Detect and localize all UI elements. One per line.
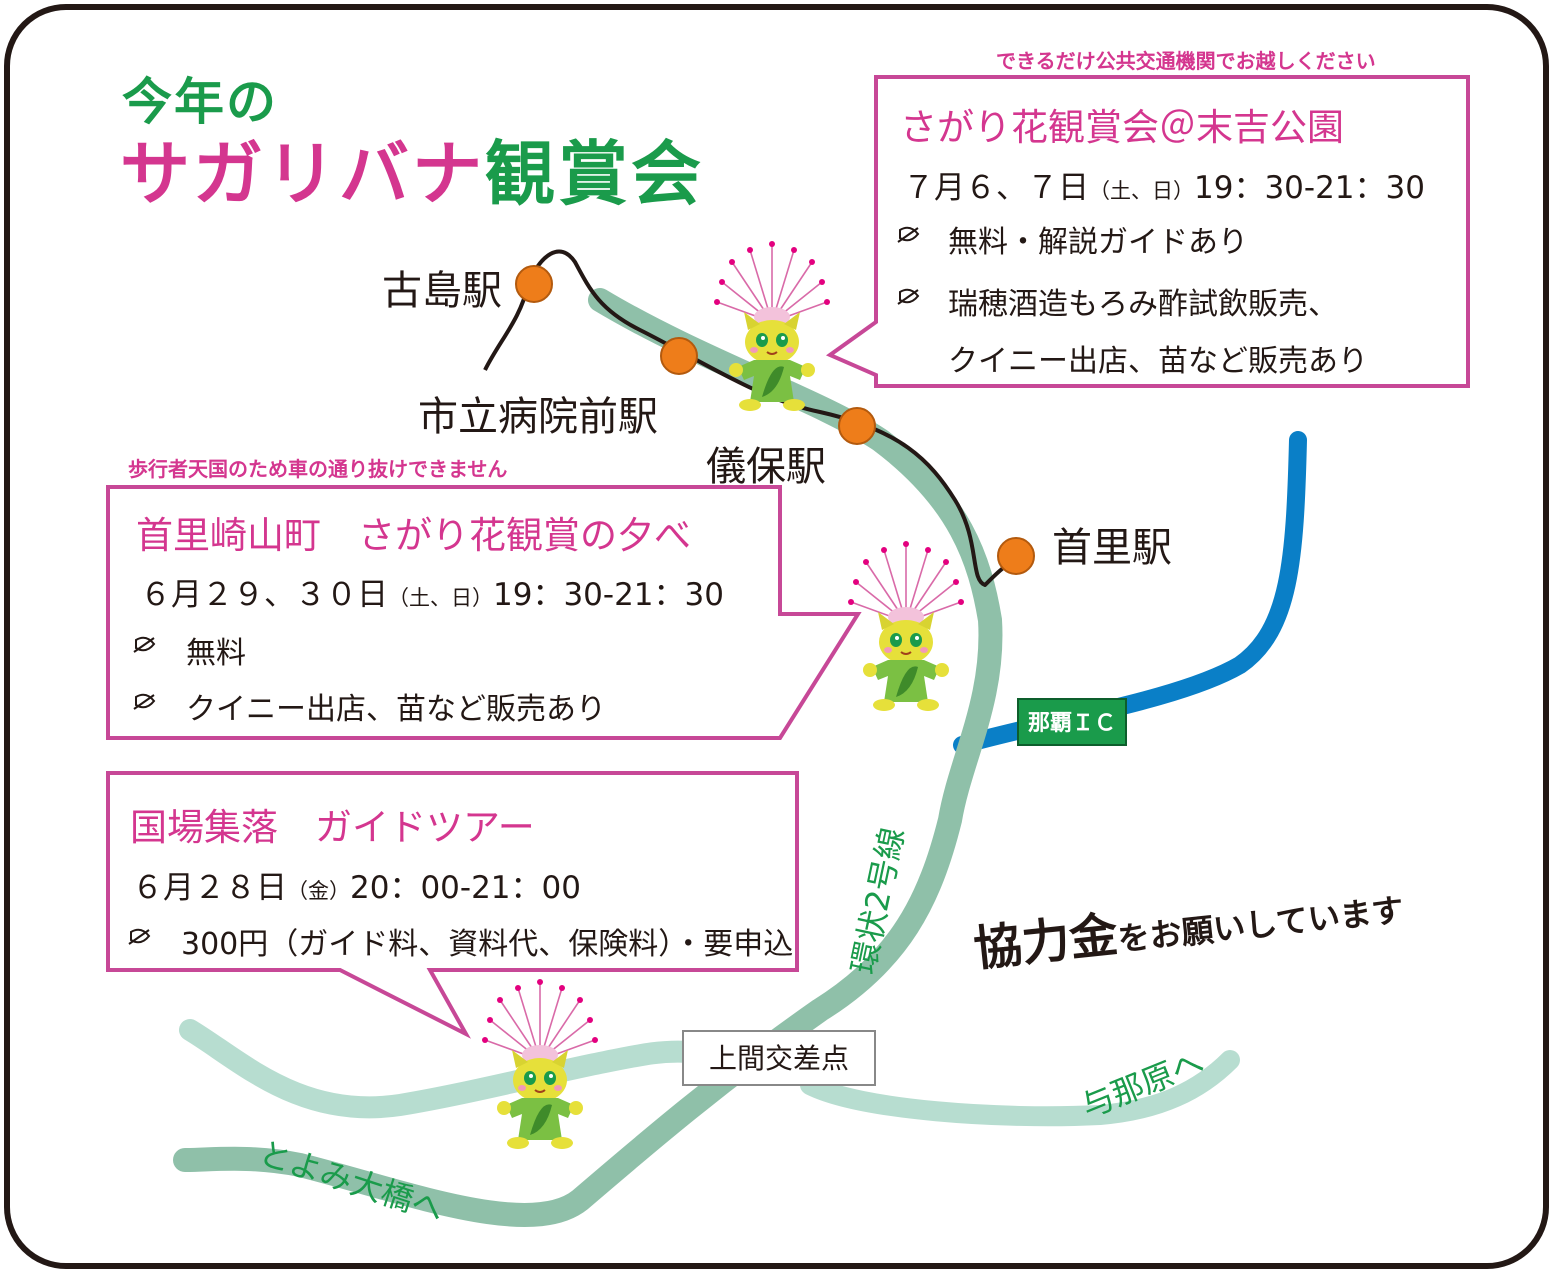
station-shuri-marker bbox=[997, 537, 1035, 575]
station-shuri-label: 首里駅 bbox=[1052, 525, 1172, 571]
title-line2: サガリバナ観賞会 bbox=[120, 118, 704, 219]
station-gibo-label: 儀保駅 bbox=[706, 444, 826, 490]
title-kanshoukai: 観賞会 bbox=[485, 133, 704, 215]
road-kanjo2 bbox=[173, 288, 1003, 1227]
event-kokuba-datetime: ６月２８日（金）20：00-21：00 bbox=[132, 862, 581, 907]
event-card-kokuba-box bbox=[106, 771, 799, 1039]
title-sagaribana: サガリバナ bbox=[120, 133, 485, 215]
event-sakiyama-item: 無料 bbox=[186, 636, 246, 671]
kamima-crossing-label: 上間交差点 bbox=[682, 1030, 876, 1086]
event-sakiyama-datetime: ６月２９、３０日（土、日）19：30-21：30 bbox=[140, 569, 724, 614]
event-time: 19：30-21：30 bbox=[493, 577, 724, 613]
river bbox=[953, 431, 1307, 754]
event-time: 20：00-21：00 bbox=[350, 870, 581, 906]
event-date: ６月２８日 bbox=[132, 870, 287, 906]
event-kokuba-item: 300円（ガイド料、資料代、保険料）・要申込 bbox=[181, 927, 794, 962]
naha-ic-sign: 那覇ＩＣ bbox=[1017, 698, 1127, 746]
pedestrian-note: 歩行者天国のため車の通り抜けできません bbox=[128, 457, 508, 481]
event-days: （土、日） bbox=[1089, 179, 1194, 203]
event-days: （金） bbox=[287, 879, 350, 903]
event-sakiyama-item: クイニー出店、苗など販売あり bbox=[186, 692, 606, 727]
event-sueyoshi-item: 無料・解説ガイドあり bbox=[948, 225, 1248, 260]
station-furujima-label: 古島駅 bbox=[382, 268, 502, 314]
event-days: （土、日） bbox=[388, 586, 493, 610]
station-shiritsu-label: 市立病院前駅 bbox=[418, 394, 658, 440]
road-toyomi bbox=[179, 1019, 701, 1119]
event-date: ７月６、７日 bbox=[903, 170, 1089, 206]
event-time: 19：30-21：30 bbox=[1194, 170, 1425, 206]
station-gibo-marker bbox=[838, 407, 876, 445]
event-sakiyama-title: 首里崎山町 さがり花観賞の夕べ bbox=[136, 514, 691, 557]
road-yonabaru bbox=[800, 1050, 1240, 1127]
title-line1: 今年の bbox=[122, 73, 278, 131]
transit-note: できるだけ公共交通機関でお越しください bbox=[996, 49, 1376, 73]
event-card-sueyoshi-box bbox=[825, 75, 1470, 388]
station-furujima-marker bbox=[515, 265, 553, 303]
event-kokuba-title: 国場集落 ガイドツアー bbox=[130, 806, 535, 849]
event-card-sakiyama-box bbox=[106, 485, 862, 740]
event-sueyoshi-item: 瑞穂酒造もろみ酢試飲販売、 bbox=[948, 287, 1338, 322]
sagaribana-mascot-icon bbox=[847, 540, 965, 712]
event-sueyoshi-title: さがり花観賞会＠末吉公園 bbox=[900, 106, 1344, 149]
sagaribana-mascot-icon bbox=[713, 240, 831, 412]
event-sueyoshi-datetime: ７月６、７日（土、日）19：30-21：30 bbox=[903, 162, 1425, 207]
event-date: ６月２９、３０日 bbox=[140, 577, 388, 613]
station-shiritsu-marker bbox=[660, 337, 698, 375]
event-sueyoshi-item: クイニー出店、苗など販売あり bbox=[948, 344, 1368, 379]
